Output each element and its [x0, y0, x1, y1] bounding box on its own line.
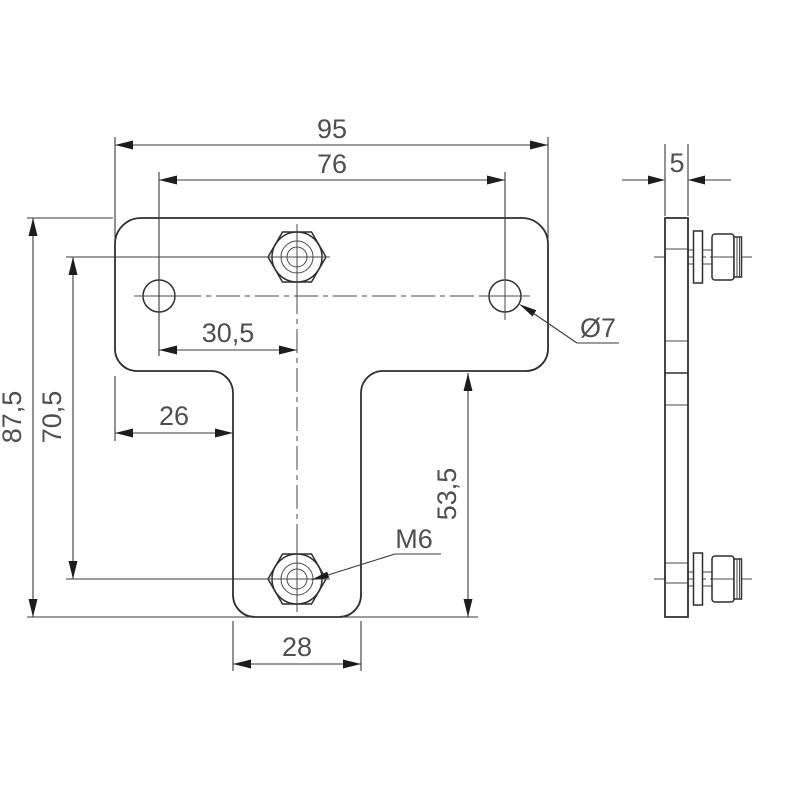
label-text-hole-diameter: Ø7 — [580, 313, 616, 343]
label-text-stud-thread: M6 — [395, 524, 433, 554]
dim-stem-height: 53,5 — [432, 373, 473, 617]
arrowhead — [233, 659, 251, 669]
dim-text-stem-height: 53,5 — [432, 468, 462, 521]
arrowhead — [28, 218, 38, 236]
arrowhead — [159, 345, 177, 355]
arrowhead — [115, 140, 133, 150]
dim-stud-spacing: 70,5 — [37, 256, 267, 580]
arrowhead — [530, 140, 548, 150]
dim-text-stud-spacing: 70,5 — [37, 391, 67, 444]
dim-text-hole-spacing: 76 — [317, 149, 347, 179]
dim-text-hole-to-stud-center: 30,5 — [202, 318, 255, 348]
front-view — [114, 172, 549, 618]
top-stud-nut-front — [266, 224, 330, 290]
side-view: 5 — [622, 144, 752, 618]
dimensions: 95 76 30,5 26 — [0, 114, 619, 671]
arrowhead — [28, 599, 38, 617]
arrowhead — [688, 175, 705, 185]
dim-text-overall-height: 87,5 — [0, 391, 27, 444]
leader-arrowhead — [519, 304, 537, 317]
dim-hole-spacing: 76 — [158, 149, 506, 356]
leader-arrowhead — [311, 571, 330, 580]
arrowhead — [648, 175, 665, 185]
side-top-nut — [692, 230, 743, 284]
arrowhead — [68, 561, 78, 579]
side-bottom-nut — [692, 552, 743, 606]
arrowhead — [487, 175, 505, 185]
side-plate — [664, 217, 689, 618]
dim-edge-to-stem: 26 — [114, 376, 233, 441]
dim-stem-width: 28 — [232, 621, 362, 671]
dim-overall-width: 95 — [114, 114, 549, 245]
arrowhead — [115, 428, 133, 438]
arrowhead — [159, 175, 177, 185]
arrowhead — [463, 373, 473, 391]
dim-thickness: 5 — [622, 144, 731, 216]
bottom-bolt-end — [733, 558, 743, 600]
arrowhead — [343, 659, 361, 669]
bottom-stud-nut-front — [266, 546, 330, 612]
dim-text-thickness: 5 — [669, 148, 684, 178]
top-washer — [692, 230, 704, 284]
label-stud-thread: M6 — [311, 524, 441, 580]
dim-text-overall-width: 95 — [317, 114, 347, 144]
bottom-washer — [692, 552, 704, 606]
dim-text-edge-to-stem: 26 — [159, 401, 189, 431]
arrowhead — [279, 345, 297, 355]
arrowhead — [215, 428, 233, 438]
arrowhead — [463, 599, 473, 617]
arrowhead — [68, 257, 78, 275]
dim-overall-height: 87,5 — [0, 217, 478, 618]
top-bolt-end — [733, 236, 743, 278]
label-hole-diameter: Ø7 — [519, 304, 619, 344]
dim-hole-to-stud-center: 30,5 — [159, 318, 297, 355]
dim-text-stem-width: 28 — [282, 632, 312, 662]
